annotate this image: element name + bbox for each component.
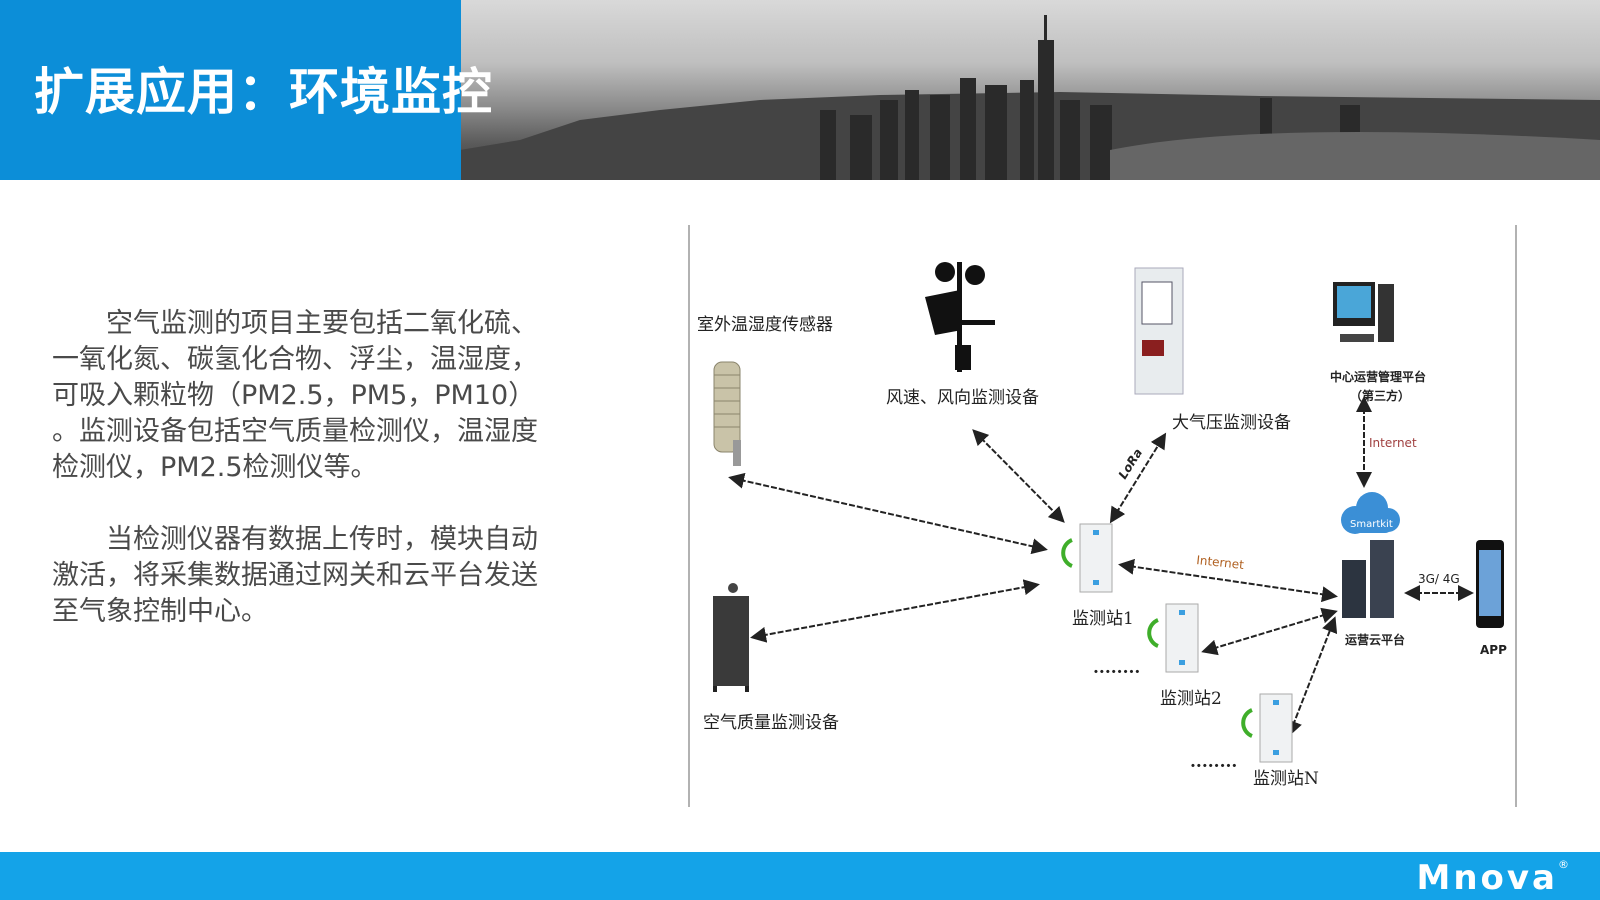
paragraph-data-upload: 当检测仪器有数据上传时，模块自动 激活，将采集数据通过网关和云平台发送 至气象控… <box>52 522 612 630</box>
temperature-humidity-sensor-icon <box>713 361 741 466</box>
label-pressure-device: 大气压监测设备 <box>1172 413 1291 433</box>
paragraph-air-monitoring: 空气监测的项目主要包括二氧化硫、 一氧化氮、碳氢化合物、浮尘，温湿度， 可吸入颗… <box>52 306 612 486</box>
arrow-station2-cloud <box>1201 607 1338 656</box>
mnova-logo: Mnova® <box>1416 858 1572 898</box>
pressure-cabinet-icon <box>1134 267 1184 395</box>
text-line: 当检测仪器有数据上传时，模块自动 <box>52 524 538 555</box>
arrow-stationN-cloud <box>1286 616 1338 737</box>
label-lora: LoRa <box>1116 446 1145 482</box>
phone-icon <box>1476 540 1504 628</box>
cloud-icon <box>1341 492 1400 534</box>
arrow-airq-station1 <box>750 579 1040 643</box>
label-stationN: 监测站N <box>1253 769 1319 789</box>
text-line: 检测仪，PM2.5检测仪等。 <box>52 452 378 483</box>
text-line: 至气象控制中心。 <box>52 596 268 627</box>
label-internet-mid: Internet <box>1196 553 1245 572</box>
server-icon <box>1342 540 1394 618</box>
station2-icon <box>1147 603 1199 673</box>
stationN-icon <box>1241 693 1293 763</box>
logo-text: Mnova <box>1416 858 1558 898</box>
label-smartkit: Smartkit <box>1350 519 1393 530</box>
page-title: 扩展应用：环境监控 <box>34 63 493 121</box>
label-3g4g: 3G/ 4G <box>1418 572 1460 586</box>
city-skyline-banner <box>460 0 1600 180</box>
text-line: 可吸入颗粒物（PM2.5，PM5，PM10） <box>52 380 536 411</box>
dots-station2: ........ <box>1093 658 1140 678</box>
arrow-wind-station1 <box>972 429 1065 523</box>
arrow-pressure-station1 <box>1109 432 1167 524</box>
dots-stationN: ........ <box>1190 752 1237 772</box>
title-banner <box>0 0 461 180</box>
air-quality-device-icon <box>713 583 749 692</box>
anemometer-icon <box>925 262 995 372</box>
text-line: 一氧化氮、碳氢化合物、浮尘，温湿度， <box>52 344 538 375</box>
label-center-platform: 中心运营管理平台 <box>1330 369 1426 384</box>
label-internet-top: Internet <box>1369 436 1417 450</box>
computer-icon <box>1333 282 1394 342</box>
skyline-image <box>460 15 1600 180</box>
label-station1: 监测站1 <box>1072 609 1134 629</box>
station1-icon <box>1061 523 1113 593</box>
arrow-station1-cloud <box>1118 558 1338 603</box>
label-wind-device: 风速、风向监测设备 <box>886 388 1039 408</box>
text-line: 。监测设备包括空气质量检测仪，温湿度 <box>52 416 538 447</box>
text-line: 空气监测的项目主要包括二氧化硫、 <box>52 308 538 339</box>
label-air-quality-device: 空气质量监测设备 <box>703 713 839 733</box>
label-app: APP <box>1480 643 1507 657</box>
label-station2: 监测站2 <box>1160 689 1222 709</box>
connection-arrows <box>728 396 1474 737</box>
arrow-temp-station1 <box>728 472 1048 555</box>
label-temp-sensor: 室外温湿度传感器 <box>697 315 833 335</box>
registered-mark: ® <box>1558 858 1572 871</box>
footer-bar: Mnova® <box>0 852 1600 900</box>
label-third-party: （第三方） <box>1350 388 1410 403</box>
label-cloud-platform: 运营云平台 <box>1345 632 1405 647</box>
text-line: 激活，将采集数据通过网关和云平台发送 <box>52 560 538 591</box>
